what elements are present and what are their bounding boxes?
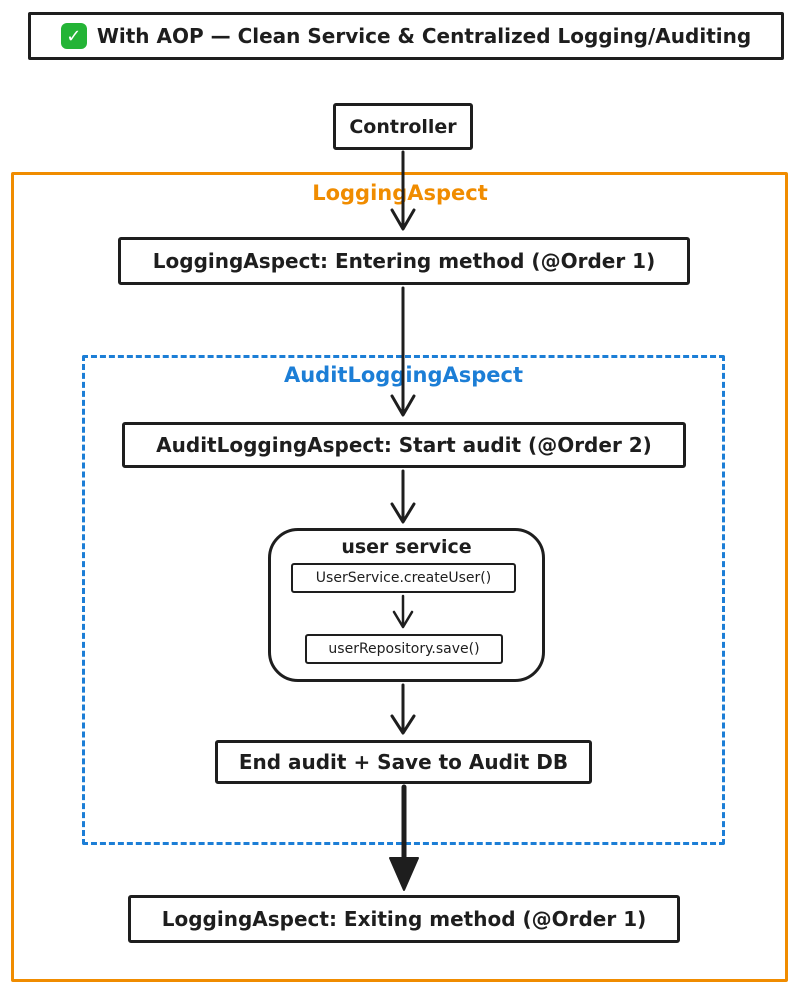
title-text: With AOP — Clean Service & Centralized L…: [96, 24, 752, 48]
exiting-method-node: LoggingAspect: Exiting method (@Order 1): [128, 895, 680, 943]
entering-method-label: LoggingAspect: Entering method (@Order 1…: [152, 249, 656, 273]
create-user-label: UserService.createUser(): [315, 570, 492, 586]
end-audit-node: End audit + Save to Audit DB: [215, 740, 592, 784]
repo-save-node: userRepository.save(): [305, 634, 503, 664]
user-service-label: user service: [341, 536, 472, 558]
start-audit-label: AuditLoggingAspect: Start audit (@Order …: [156, 433, 652, 457]
controller-label: Controller: [349, 115, 457, 138]
audit-logging-aspect-container-label: AuditLoggingAspect: [283, 363, 524, 387]
entering-method-node: LoggingAspect: Entering method (@Order 1…: [118, 237, 690, 285]
start-audit-node: AuditLoggingAspect: Start audit (@Order …: [122, 422, 686, 468]
repo-save-label: userRepository.save(): [328, 641, 480, 657]
controller-node: Controller: [333, 103, 473, 150]
title-banner: ✓ With AOP — Clean Service & Centralized…: [28, 12, 784, 60]
logging-aspect-container: [11, 172, 788, 982]
logging-aspect-container-label: LoggingAspect: [312, 181, 488, 205]
end-audit-label: End audit + Save to Audit DB: [238, 750, 569, 774]
create-user-node: UserService.createUser(): [291, 563, 516, 593]
exiting-method-label: LoggingAspect: Exiting method (@Order 1): [161, 907, 647, 931]
check-mark-icon: ✓: [60, 23, 87, 49]
